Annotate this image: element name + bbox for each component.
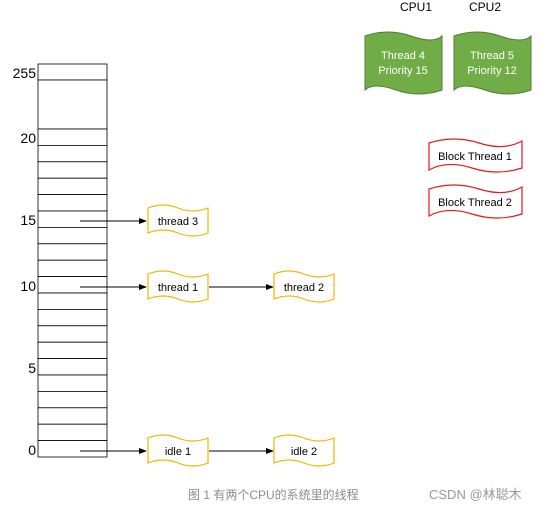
priority-tick-15: 15: [20, 212, 36, 228]
priority-row: [37, 440, 108, 458]
priority-row: [37, 341, 108, 360]
cpu2-thread-priority: Priority 12: [467, 65, 517, 77]
queue-idle-1: idle 1: [147, 434, 209, 467]
priority-row: [37, 423, 108, 442]
blocked-thread-1-shape: [428, 138, 523, 173]
priority-tick-10: 10: [20, 278, 36, 294]
idle-2-label: idle 2: [291, 446, 317, 458]
cpu1-running-thread: Thread 4 Priority 15: [364, 31, 443, 95]
priority-tick-5: 5: [28, 360, 36, 376]
priority-row: [37, 128, 108, 146]
cpu2-label: CPU2: [469, 0, 501, 14]
thread-3-label: thread 3: [158, 216, 198, 228]
queue-thread-2: thread 2: [273, 270, 335, 303]
priority-row: [37, 407, 108, 425]
priority-row: [37, 177, 108, 195]
thread-1-shape: [147, 270, 209, 303]
cpu2-thread-shape: [453, 31, 532, 95]
thread-2-shape: [273, 270, 335, 303]
cpu1-label: CPU1: [400, 0, 432, 14]
cpu1-thread-shape: [364, 31, 443, 95]
cpu2-running-thread: Thread 5 Priority 12: [453, 31, 532, 95]
idle-1-label: idle 1: [165, 446, 191, 458]
priority-row: [37, 308, 108, 327]
priority-row: [37, 276, 108, 294]
blocked-thread-2-label: Block Thread 2: [438, 197, 512, 209]
priority-row: [37, 390, 108, 409]
priority-row: [37, 210, 108, 228]
idle-1-shape: [147, 434, 209, 467]
queue-thread-3: thread 3: [147, 204, 209, 237]
blocked-thread-1: Block Thread 1: [428, 138, 523, 173]
priority-row: [37, 259, 108, 278]
priority-table-top-cell: [37, 63, 108, 81]
priority-row: [37, 358, 108, 376]
priority-row: [37, 161, 108, 179]
priority-tick-0: 0: [28, 442, 36, 458]
blocked-thread-2: Block Thread 2: [428, 184, 523, 219]
priority-table: [37, 63, 108, 458]
thread-3-shape: [147, 204, 209, 237]
priority-row: [37, 292, 108, 310]
priority-row: [37, 243, 108, 261]
priority-row: [37, 144, 108, 163]
queue-thread-1: thread 1: [147, 270, 209, 303]
figure-caption: 图 1 有两个CPU的系统里的线程: [188, 488, 359, 502]
csdn-watermark: CSDN @林聪木: [429, 487, 522, 502]
idle-2-shape: [273, 434, 335, 467]
priority-tick-255: 255: [13, 65, 37, 81]
priority-row: [37, 374, 108, 392]
priority-row: [37, 194, 108, 212]
priority-tick-20: 20: [20, 130, 36, 146]
priority-row: [37, 226, 108, 245]
cpu1-thread-name: Thread 4: [381, 50, 425, 62]
priority-row: [37, 325, 108, 343]
cpu1-thread-priority: Priority 15: [378, 65, 428, 77]
blocked-thread-2-shape: [428, 184, 523, 219]
thread-1-label: thread 1: [158, 282, 198, 294]
cpu2-thread-name: Thread 5: [470, 50, 514, 62]
priority-table-gap-cell: [37, 79, 108, 130]
thread-2-label: thread 2: [284, 282, 324, 294]
priority-table-rows: [37, 128, 108, 458]
queue-idle-2: idle 2: [273, 434, 335, 467]
blocked-thread-1-label: Block Thread 1: [438, 151, 512, 163]
